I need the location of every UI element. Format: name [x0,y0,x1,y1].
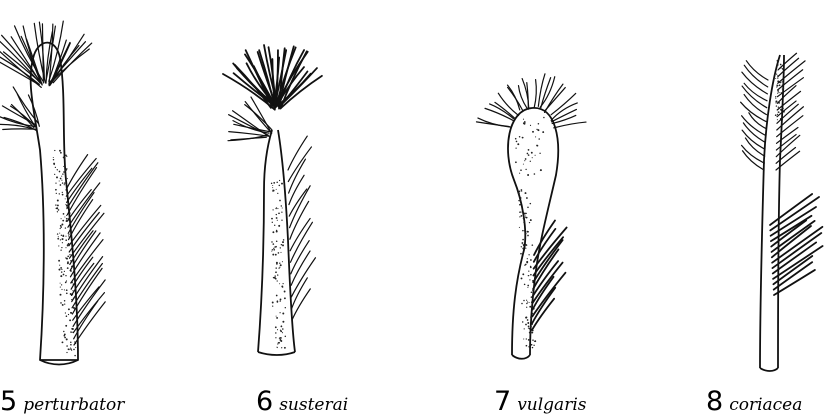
bristle [288,136,307,170]
figure-7-caption: 7 vulgaris [494,386,586,417]
figure-8-caption: 8 coriacea [706,386,802,417]
bristle [67,168,96,215]
figure-8-seta-drawing [741,53,823,371]
bristle [289,189,307,216]
figure-5-number: 5 [0,386,17,417]
figure-7-species: vulgaris [517,395,586,415]
figure-5-seta-drawing [0,21,105,364]
seta-base [512,355,530,359]
bristle [744,95,766,115]
bristle [231,137,266,140]
figure-6-species: susterai [279,395,348,415]
bristle [771,207,816,236]
bristle [545,88,566,112]
bristle [744,65,767,87]
figure-7-seta-drawing [476,74,586,359]
bristle [72,257,103,302]
bristle [67,163,98,209]
bristle [290,218,310,250]
figure-5-species: perturbator [23,395,124,415]
figure-8-number: 8 [706,386,723,417]
bristle [288,147,311,182]
seta-base [258,352,295,355]
bristle [68,193,94,234]
bristle [746,61,768,80]
bristle [292,289,310,320]
bristle [554,122,586,128]
bristle [70,233,100,277]
bristle [72,268,102,314]
bristle [74,302,105,345]
figure-6-number: 6 [256,386,273,417]
figure-7-number: 7 [494,386,511,417]
bristle [772,227,822,263]
seta-base [760,368,778,371]
bristle [776,148,795,164]
bristle [234,124,269,131]
bristle [508,87,523,109]
bristle [290,186,311,228]
bristle [49,49,89,84]
bristle [534,80,536,108]
figure-8-species: coriacea [729,395,802,415]
figure-6-seta-drawing [223,45,322,355]
bristle [290,222,312,262]
figure-6-caption: 6 susterai [256,386,348,417]
bristle [42,24,43,83]
bristle [3,129,36,130]
seta-stem-outline [508,108,558,355]
seta-stem-outline [760,55,784,368]
bristle [11,37,40,83]
figure-5-caption: 5 perturbator [0,386,124,417]
